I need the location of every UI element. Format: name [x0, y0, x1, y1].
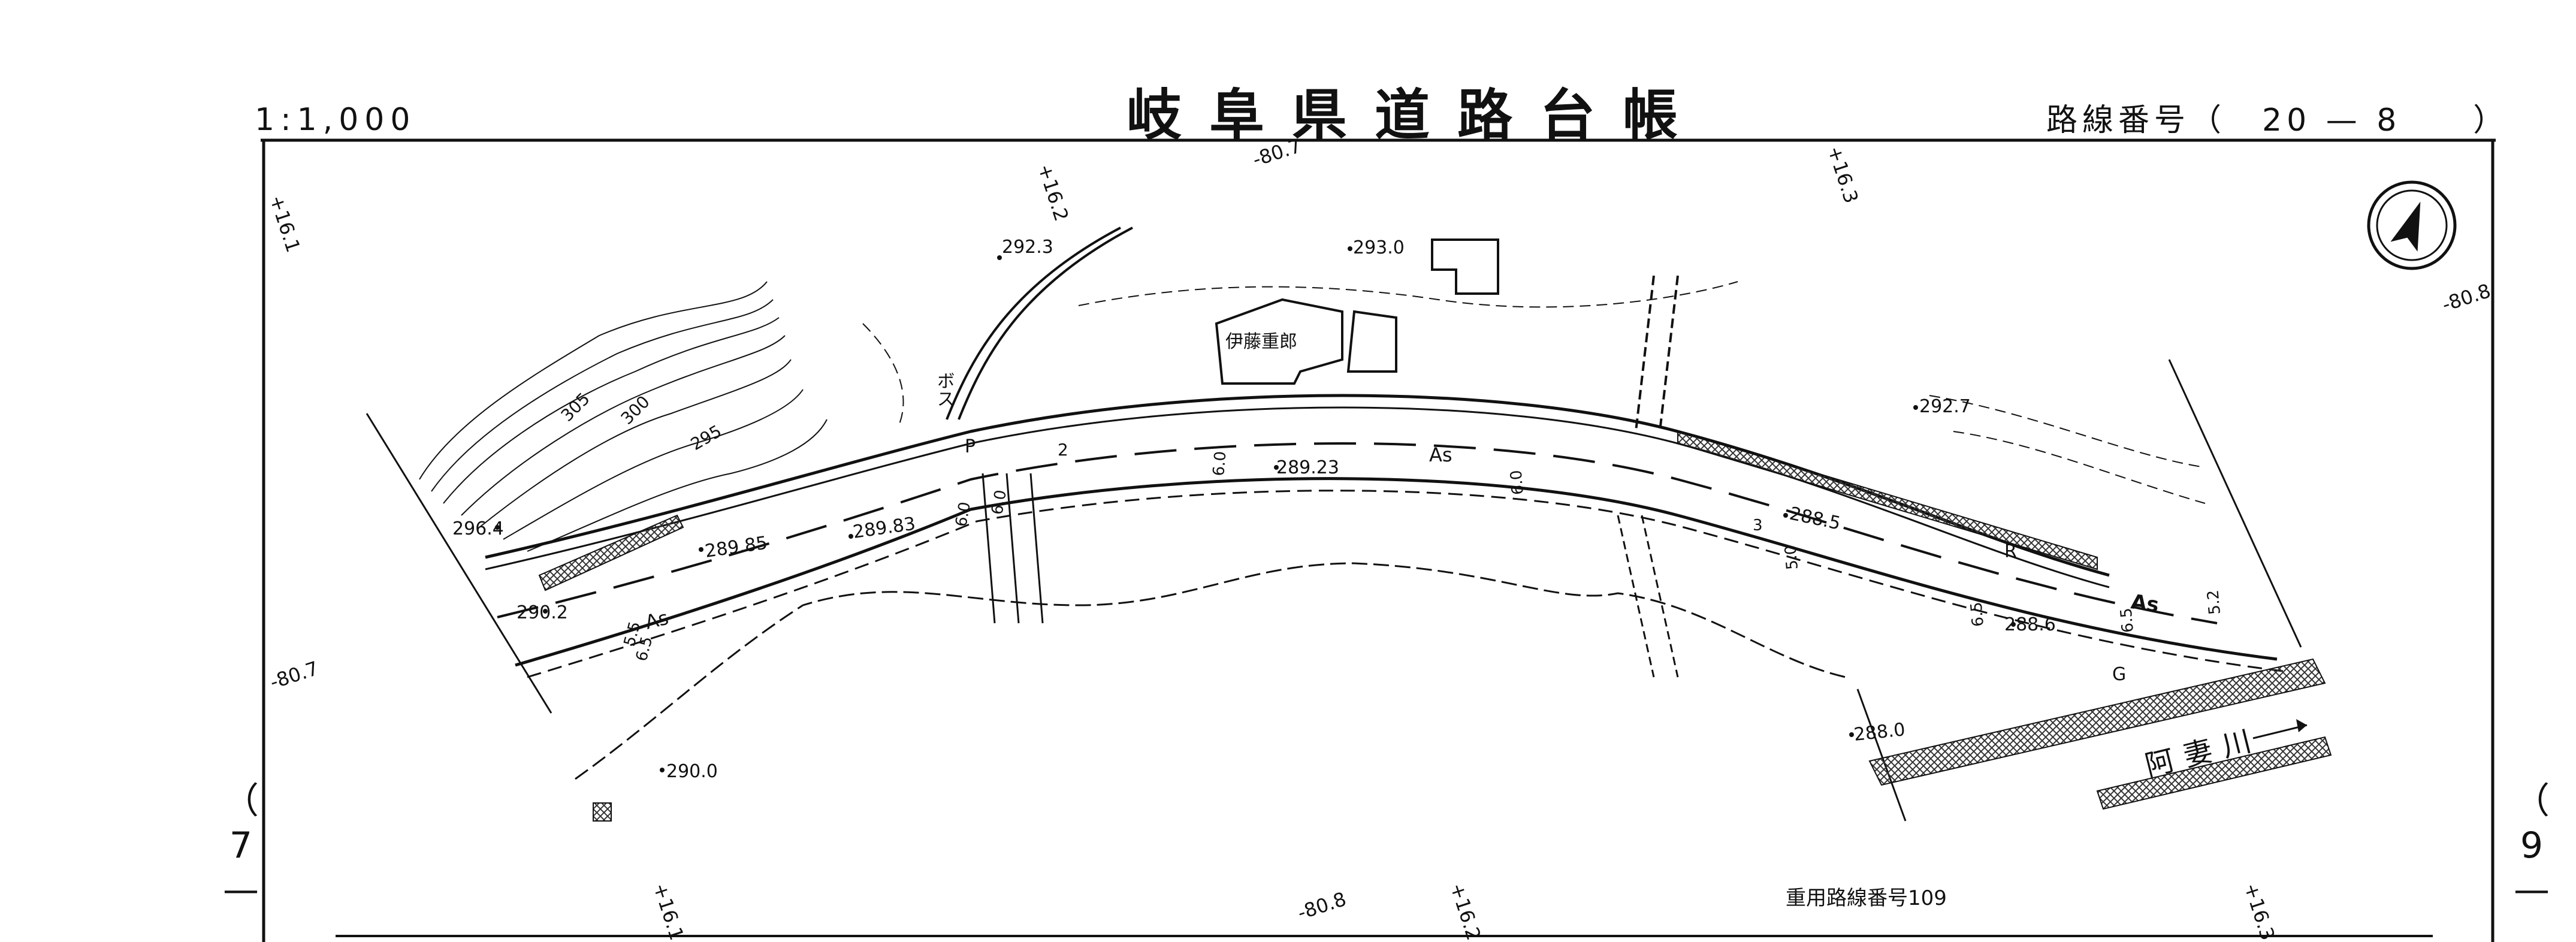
- grid-label-left-mid: -80.7: [267, 657, 321, 694]
- elevation-293-0: 293.0: [1353, 237, 1405, 258]
- width-6-0-c: 6.0: [1210, 451, 1230, 477]
- elevation-296-4: 296.4: [452, 518, 504, 539]
- grid-label-right-top: -80.8: [2439, 279, 2493, 316]
- elevation-points: [495, 246, 2016, 772]
- route-number: 路線番号（ 20 — 8 ）: [2046, 102, 2509, 138]
- contour-label-295: 295: [687, 421, 725, 454]
- left-sheet-marker: （ 7 —: [217, 779, 265, 912]
- elevation-288-0: 288.0: [1853, 719, 1906, 745]
- elevation-290-0: 290.0: [666, 761, 718, 782]
- width-6-5-b: 6.5: [2117, 607, 2137, 633]
- map-scale: 1:1,000: [255, 102, 416, 138]
- elevation-289-23: 289.23: [1276, 457, 1339, 478]
- elevation-288-6: 288.6: [2004, 614, 2056, 635]
- surface-as-2: As: [1429, 443, 1452, 466]
- right-sheet-marker: （ 9 —: [2508, 779, 2556, 912]
- right-sheet-paren: （: [2514, 780, 2550, 822]
- right-sheet-dash: —: [2514, 869, 2550, 911]
- grid-label-top-3: +16.3: [1823, 143, 1862, 206]
- left-sheet-dash: —: [223, 869, 259, 911]
- grid-label-bottom-4: +16.3: [2239, 880, 2279, 942]
- river-flow-arrow-icon: [2252, 719, 2308, 739]
- duplicate-route-label: 重用路線番号109: [1786, 886, 1947, 910]
- north-arrow-icon: [2367, 180, 2457, 270]
- grid-label-left-top: +16.1: [265, 192, 304, 255]
- r-mark: R: [2004, 541, 2017, 562]
- elevation-289-85: 289.85: [703, 533, 769, 562]
- width-5-0: 5.0: [1781, 544, 1801, 570]
- surface-as-1: As: [643, 606, 671, 634]
- right-sheet-number: 9: [2520, 825, 2544, 866]
- elevation-288-5: 288.5: [1787, 503, 1842, 535]
- elevation-290-2: 290.2: [517, 602, 568, 623]
- elevation-289-83: 289.83: [851, 514, 917, 543]
- post-p-label: P: [965, 436, 976, 457]
- grid-label-top-1: +16.2: [1033, 161, 1073, 224]
- map-title: 岐阜県道路台帳: [1127, 83, 1706, 147]
- elevation-292-3: 292.3: [1002, 237, 1053, 258]
- buildings: [1215, 238, 1499, 385]
- slope-hatching: [538, 430, 2332, 822]
- grid-label-bottom-1: +16.1: [648, 880, 688, 942]
- road-corridor: [366, 227, 2302, 822]
- width-6-0-b: 6.0: [988, 488, 1010, 516]
- contour-label-300: 300: [617, 392, 654, 428]
- lot-boundaries: [862, 281, 2206, 504]
- left-sheet-number: 7: [229, 825, 253, 866]
- grid-label-bottom-3: +16.2: [1445, 880, 1485, 942]
- pos-sign-label: ボス: [934, 372, 955, 407]
- width-3: 3: [1753, 517, 1763, 535]
- contour-label-305: 305: [557, 389, 594, 425]
- surface-as-3: As: [2130, 590, 2161, 617]
- map-frame: [261, 138, 2496, 942]
- width-6-5-a: 6.5: [1967, 601, 1987, 627]
- num-2-label: 2: [1058, 440, 1068, 460]
- building-owner-label: 伊藤重郎: [1225, 331, 1297, 352]
- hillside-contours: [419, 281, 828, 552]
- left-sheet-paren: （: [223, 780, 259, 822]
- g-mark: G: [2112, 664, 2126, 685]
- elevation-292-7: 292.7: [1919, 396, 1971, 417]
- river-bank: [575, 562, 1846, 780]
- width-5-2: 5.2: [2204, 589, 2224, 615]
- grid-label-bottom-2: -80.8: [1295, 887, 1349, 925]
- width-6-0-a: 6.0: [952, 500, 974, 528]
- width-6-0-d: 6.0: [1507, 469, 1527, 496]
